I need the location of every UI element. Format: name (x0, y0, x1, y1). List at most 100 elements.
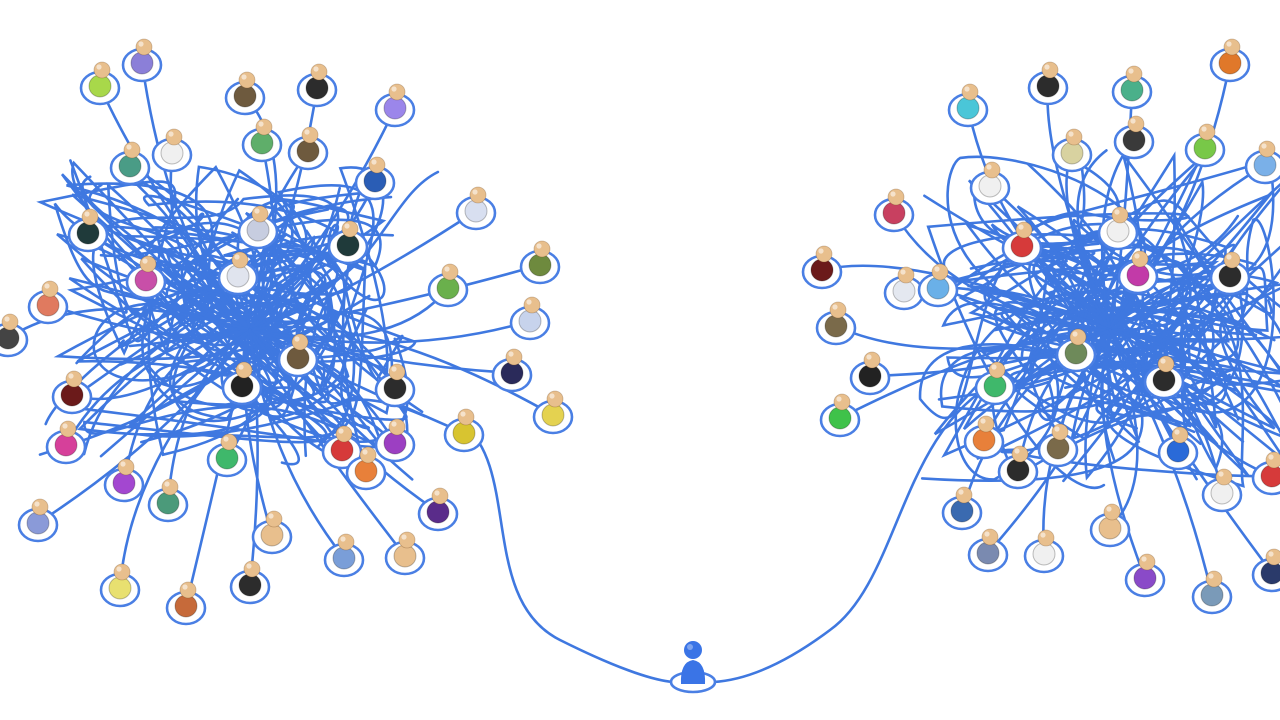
person-head (59, 420, 77, 438)
person-figure (941, 486, 983, 531)
person-head (523, 296, 541, 314)
person-figure (374, 83, 416, 128)
person-figure (99, 563, 141, 608)
person-body (118, 154, 142, 178)
person-head (255, 118, 273, 136)
person-figure (277, 333, 319, 378)
person-body (1064, 341, 1088, 365)
person-figure (819, 393, 861, 438)
person-body (976, 541, 1000, 565)
person-head (988, 361, 1006, 379)
connector-line (248, 328, 407, 558)
person-figure (849, 351, 891, 396)
head-highlight (890, 191, 896, 197)
person-head (179, 581, 197, 599)
person-head (1065, 128, 1083, 146)
person-body (1253, 153, 1277, 177)
person-body (1126, 263, 1150, 287)
person-body (1006, 458, 1030, 482)
person-head (1103, 503, 1121, 521)
center-figure (669, 641, 717, 694)
head-highlight (168, 131, 174, 137)
head-highlight (1141, 556, 1147, 562)
person-figure (1117, 250, 1159, 295)
head-highlight (391, 86, 397, 92)
person-head (1157, 355, 1175, 373)
head-highlight (958, 489, 964, 495)
connector-line (1108, 328, 1274, 478)
head-highlight (391, 366, 397, 372)
person-figure (455, 186, 497, 231)
head-highlight (934, 266, 940, 272)
person-head (887, 188, 905, 206)
person-body (330, 438, 354, 462)
person-head (335, 425, 353, 443)
head-highlight (1160, 358, 1166, 364)
connector-line (140, 61, 252, 332)
head-highlight (4, 316, 10, 322)
person-body (824, 314, 848, 338)
person-figure (287, 126, 329, 171)
person-figure (427, 263, 469, 308)
head-highlight (832, 304, 838, 310)
connector-line (86, 231, 252, 332)
person-head (31, 498, 49, 516)
person-body (112, 471, 136, 495)
person-head (310, 63, 328, 81)
person-body (972, 428, 996, 452)
person-figure (327, 220, 369, 265)
person-figure (1251, 548, 1280, 593)
head-highlight (304, 129, 310, 135)
connector-line (1108, 163, 1267, 332)
head-highlight (1268, 551, 1274, 557)
person-head (81, 208, 99, 226)
person-figure (883, 266, 925, 311)
person-head (251, 205, 269, 223)
person-body (1133, 566, 1157, 590)
tangle-line (962, 245, 1166, 460)
tangle-line (920, 261, 1280, 483)
head-highlight (164, 481, 170, 487)
person-figure (1209, 38, 1251, 83)
connector-line (169, 151, 252, 332)
person-figure (443, 408, 485, 453)
person-body (226, 264, 250, 288)
connector-line (248, 328, 466, 435)
connector-line (6, 307, 252, 340)
person-figure (947, 83, 989, 128)
person-figure (121, 38, 163, 83)
person-head (469, 186, 487, 204)
connector-line (118, 328, 252, 590)
person-head (113, 563, 131, 581)
person-head (1205, 570, 1223, 588)
person-head (961, 83, 979, 101)
person-body (828, 406, 852, 430)
head-highlight (1208, 573, 1214, 579)
person-head (123, 141, 141, 159)
head-highlight (526, 299, 532, 305)
person-body (1218, 264, 1242, 288)
person-body (858, 364, 882, 388)
connector-line (245, 149, 310, 332)
person-head (1131, 250, 1149, 268)
head-highlight (246, 563, 252, 569)
person-body (156, 491, 180, 515)
head-highlight (1134, 253, 1140, 259)
person-body (956, 96, 980, 120)
head-highlight (900, 269, 906, 275)
person-head (1265, 548, 1280, 566)
person-head (220, 433, 238, 451)
person-figure (67, 208, 109, 253)
head-highlight (34, 501, 40, 507)
person-figure (1023, 529, 1065, 574)
center-head-highlight (687, 644, 693, 650)
person-body (76, 221, 100, 245)
person-head (368, 156, 386, 174)
person-head (977, 415, 995, 433)
person-body (260, 523, 284, 547)
person-head (117, 458, 135, 476)
head-highlight (818, 248, 824, 254)
person-figure (519, 240, 561, 285)
head-highlight (371, 159, 377, 165)
person-head (1, 313, 19, 331)
